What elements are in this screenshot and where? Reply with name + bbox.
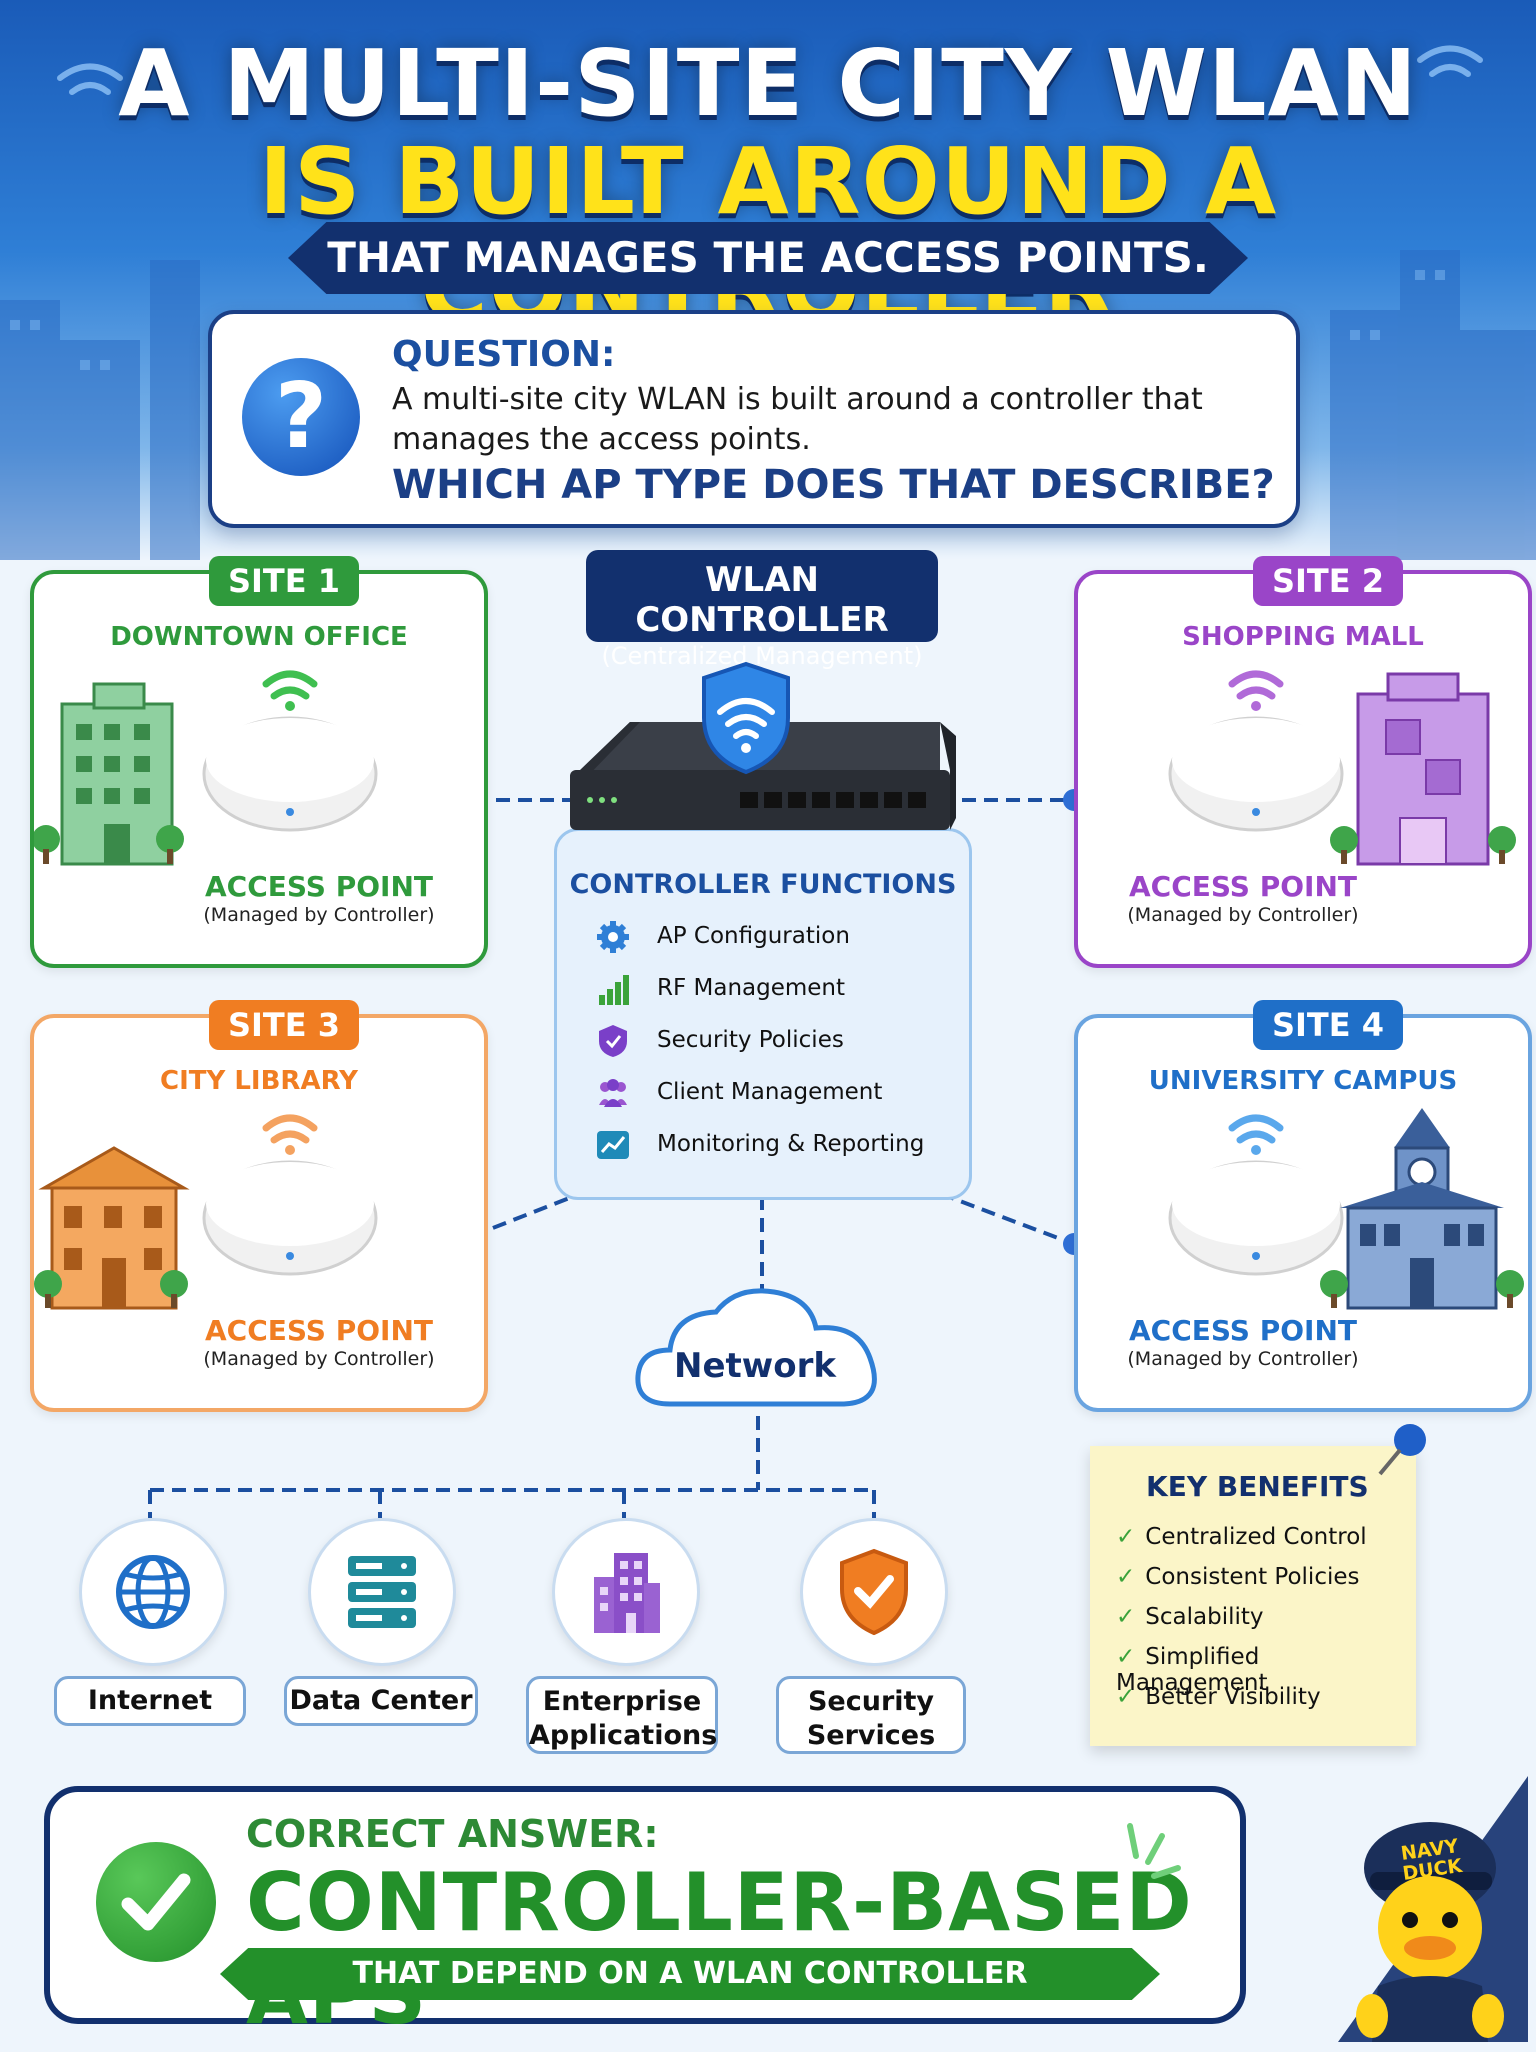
building-icon [594, 1553, 660, 1633]
site-1-ap-label: ACCESS POINT [205, 870, 433, 903]
site-2-ap-label: ACCESS POINT [1129, 870, 1357, 903]
service-security-label: Security Services [776, 1676, 966, 1754]
question-ask: WHICH AP TYPE DOES THAT DESCRIBE? [392, 462, 1275, 508]
site-1-card: SITE 1 DOWNTOWN OFFICE ACCESS POINT (Man… [30, 556, 488, 968]
benefit-item: ✓Consistent Policies [1116, 1564, 1360, 1590]
site-3-ap-label: ACCESS POINT [205, 1314, 433, 1347]
question-text: A multi-site city WLAN is built around a… [392, 382, 1203, 457]
site-1-name: DOWNTOWN OFFICE [110, 622, 408, 652]
site-4-name: UNIVERSITY CAMPUS [1148, 1066, 1458, 1096]
site-1-badge: SITE 1 [209, 556, 359, 606]
wlan-controller-label: WLAN CONTROLLER (Centralized Management) [586, 550, 938, 670]
function-label: Monitoring & Reporting [657, 1131, 925, 1157]
key-benefits-note: KEY BENEFITS ✓Centralized Control ✓Consi… [1090, 1424, 1426, 1746]
controller-title: WLAN CONTROLLER [635, 560, 889, 640]
site-2-illustration [1168, 670, 1516, 866]
hero-banner: A MULTI-SITE CITY WLAN IS BUILT AROUND A… [0, 0, 1536, 560]
question-mark-icon: ? [242, 358, 360, 476]
controller-functions-title: CONTROLLER FUNCTIONS [569, 869, 957, 900]
site-4-ap-label: ACCESS POINT [1129, 1314, 1357, 1347]
check-icon: ✓ [1116, 1684, 1136, 1710]
question-card: ? QUESTION: A multi-site city WLAN is bu… [208, 310, 1300, 528]
check-icon: ✓ [1116, 1564, 1136, 1590]
controller-device-illustration [570, 661, 956, 830]
server-icon [348, 1556, 416, 1628]
users-icon [599, 1079, 627, 1107]
site-4-illustration [1168, 1108, 1524, 1310]
check-icon: ✓ [1116, 1524, 1136, 1550]
site-3-badge: SITE 3 [209, 1000, 359, 1050]
site-3-card: SITE 3 CITY LIBRARY ACCESS POINT (Manage… [30, 1000, 488, 1412]
service-data-center-label: Data Center [284, 1676, 478, 1726]
chart-icon [597, 1131, 629, 1159]
network-label: Network [674, 1346, 836, 1386]
site-1-ap-sub: (Managed by Controller) [203, 904, 435, 926]
city-skyline-illustration [0, 45, 1536, 560]
site-3-illustration [34, 1114, 378, 1310]
site-4-card: SITE 4 UNIVERSITY CAMPUS ACCESS POINT (M… [1074, 1000, 1532, 1412]
function-label: Security Policies [657, 1027, 844, 1053]
function-item: AP Configuration [595, 917, 955, 957]
benefit-item: ✓Simplified Management [1116, 1644, 1268, 1696]
function-label: AP Configuration [657, 923, 850, 949]
controller-subtitle: (Centralized Management) [601, 642, 923, 670]
function-item: Client Management [595, 1073, 955, 1113]
answer-ribbon: THAT DEPEND ON A WLAN CONTROLLER ARCHITE… [220, 1948, 1160, 2000]
sparkle-marks [1127, 1823, 1181, 1879]
security-shield-icon [840, 1548, 908, 1636]
site-4-ap-sub: (Managed by Controller) [1127, 1348, 1359, 1370]
site-3-name: CITY LIBRARY [160, 1066, 358, 1096]
controller-functions-panel: CONTROLLER FUNCTIONS AP Configuration RF… [554, 828, 972, 1200]
network-cloud [635, 1288, 877, 1407]
service-enterprise-apps-label: Enterprise Applications [526, 1676, 718, 1754]
push-pin-icon [1378, 1424, 1426, 1476]
check-icon: ✓ [1116, 1644, 1136, 1670]
check-icon: ✓ [1116, 1604, 1136, 1630]
function-item: Security Policies [595, 1021, 955, 1061]
function-label: RF Management [657, 975, 846, 1001]
globe-icon [116, 1555, 190, 1629]
service-internet [79, 1518, 227, 1666]
site-2-card: SITE 2 SHOPPING MALL ACCESS POINT (Manag… [1074, 556, 1532, 968]
correct-answer-card: CORRECT ANSWER: CONTROLLER-BASED APS THA… [44, 1786, 1246, 2042]
duck-mascot-illustration [1338, 1776, 1528, 2042]
service-security [800, 1518, 948, 1666]
check-circle-icon [96, 1842, 216, 1962]
title-line-1: A MULTI-SITE CITY WLAN [118, 30, 1418, 137]
service-data-center [308, 1518, 456, 1666]
site-2-ap-sub: (Managed by Controller) [1127, 904, 1359, 926]
signal-bars-icon [599, 975, 629, 1005]
answer-label: CORRECT ANSWER: [246, 1812, 659, 1856]
site-2-name: SHOPPING MALL [1182, 622, 1424, 652]
benefit-item: ✓Scalability [1116, 1604, 1264, 1630]
site-4-badge: SITE 4 [1253, 1000, 1403, 1050]
service-enterprise-apps [552, 1518, 700, 1666]
site-3-ap-sub: (Managed by Controller) [203, 1348, 435, 1370]
benefit-item: ✓Centralized Control [1116, 1524, 1367, 1550]
function-item: RF Management [595, 969, 955, 1009]
service-internet-label: Internet [54, 1676, 246, 1726]
function-item: Monitoring & Reporting [595, 1125, 955, 1165]
subtitle-ribbon: THAT MANAGES THE ACCESS POINTS. [288, 222, 1248, 294]
key-benefits-title: KEY BENEFITS [1146, 1470, 1369, 1503]
question-label: QUESTION: [392, 334, 616, 375]
site-2-badge: SITE 2 [1253, 556, 1403, 606]
benefit-item: ✓Better Visibility [1116, 1684, 1321, 1710]
shield-icon [599, 1025, 627, 1057]
site-1-illustration [34, 670, 378, 866]
function-label: Client Management [657, 1079, 883, 1105]
gear-icon [597, 921, 629, 953]
